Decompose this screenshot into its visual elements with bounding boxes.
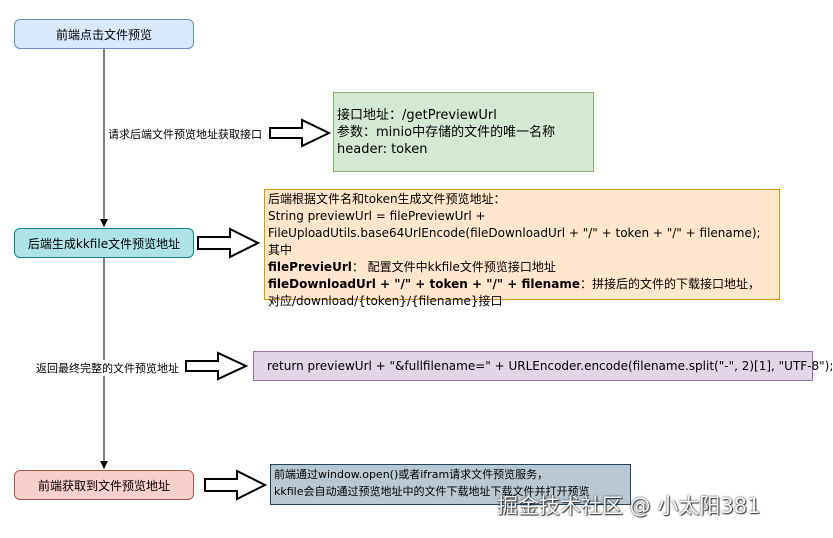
block-arrow-return-icon <box>185 351 249 381</box>
block-arrow-api-icon <box>269 118 332 148</box>
node-frontend-click: 前端点击文件预览 <box>14 19 194 49</box>
note-frontend-open: 前端通过window.open()或者ifram请求文件预览服务， kkfile… <box>270 464 631 505</box>
logic-line: 后端根据文件名和token生成文件预览地址： <box>268 192 506 206</box>
watermark: 掘金技术社区 @ 小太阳381 <box>497 494 761 518</box>
open-line: kkfile会自动通过预览地址中的文件下载地址下载文件并打开预览 <box>274 485 590 498</box>
logic-line: filePrevieUrl： 配置文件中kkfile文件预览接口地址 <box>268 259 776 276</box>
logic-term: filePrevieUrl <box>268 260 352 274</box>
logic-line: String previewUrl = filePreviewUrl + <box>268 209 486 223</box>
logic-line: fileDownloadUrl + "/" + token + "/" + fi… <box>268 276 776 293</box>
logic-term: fileDownloadUrl + "/" + token + "/" + fi… <box>268 277 580 291</box>
block-arrow-open-icon <box>204 469 268 501</box>
node-frontend-get: 前端获取到文件预览地址 <box>14 470 194 500</box>
logic-line: FileUploadUtils.base64UrlEncode(fileDown… <box>268 226 761 240</box>
return-code: return previewUrl + "&fullfilename=" + U… <box>267 358 833 373</box>
note-generate-logic: 后端根据文件名和token生成文件预览地址： String previewUrl… <box>264 189 780 308</box>
note-return-statement: return previewUrl + "&fullfilename=" + U… <box>253 351 833 381</box>
node-backend-generate: 后端生成kkfile文件预览地址 <box>14 228 194 258</box>
edge-label-request: 请求后端文件预览地址获取接口 <box>108 126 262 142</box>
edge-label-return: 返回最终完整的文件预览地址 <box>36 360 179 376</box>
note-api-info: 接口地址：/getPreviewUrl 参数：minio中存储的文件的唯一名称 … <box>333 92 594 172</box>
logic-line: 对应/download/{token}/{filename}接口 <box>268 294 503 308</box>
logic-line: 其中 <box>268 243 293 257</box>
logic-desc: ：拼接后的文件的下载接口地址， <box>579 277 760 291</box>
api-info-line: 参数：minio中存储的文件的唯一名称 <box>337 125 556 140</box>
open-line: 前端通过window.open()或者ifram请求文件预览服务， <box>274 468 549 481</box>
logic-desc: ： 配置文件中kkfile文件预览接口地址 <box>351 260 556 274</box>
api-info-line: 接口地址：/getPreviewUrl <box>337 108 497 123</box>
api-info-line: header: token <box>337 142 428 157</box>
block-arrow-logic-icon <box>197 227 261 259</box>
